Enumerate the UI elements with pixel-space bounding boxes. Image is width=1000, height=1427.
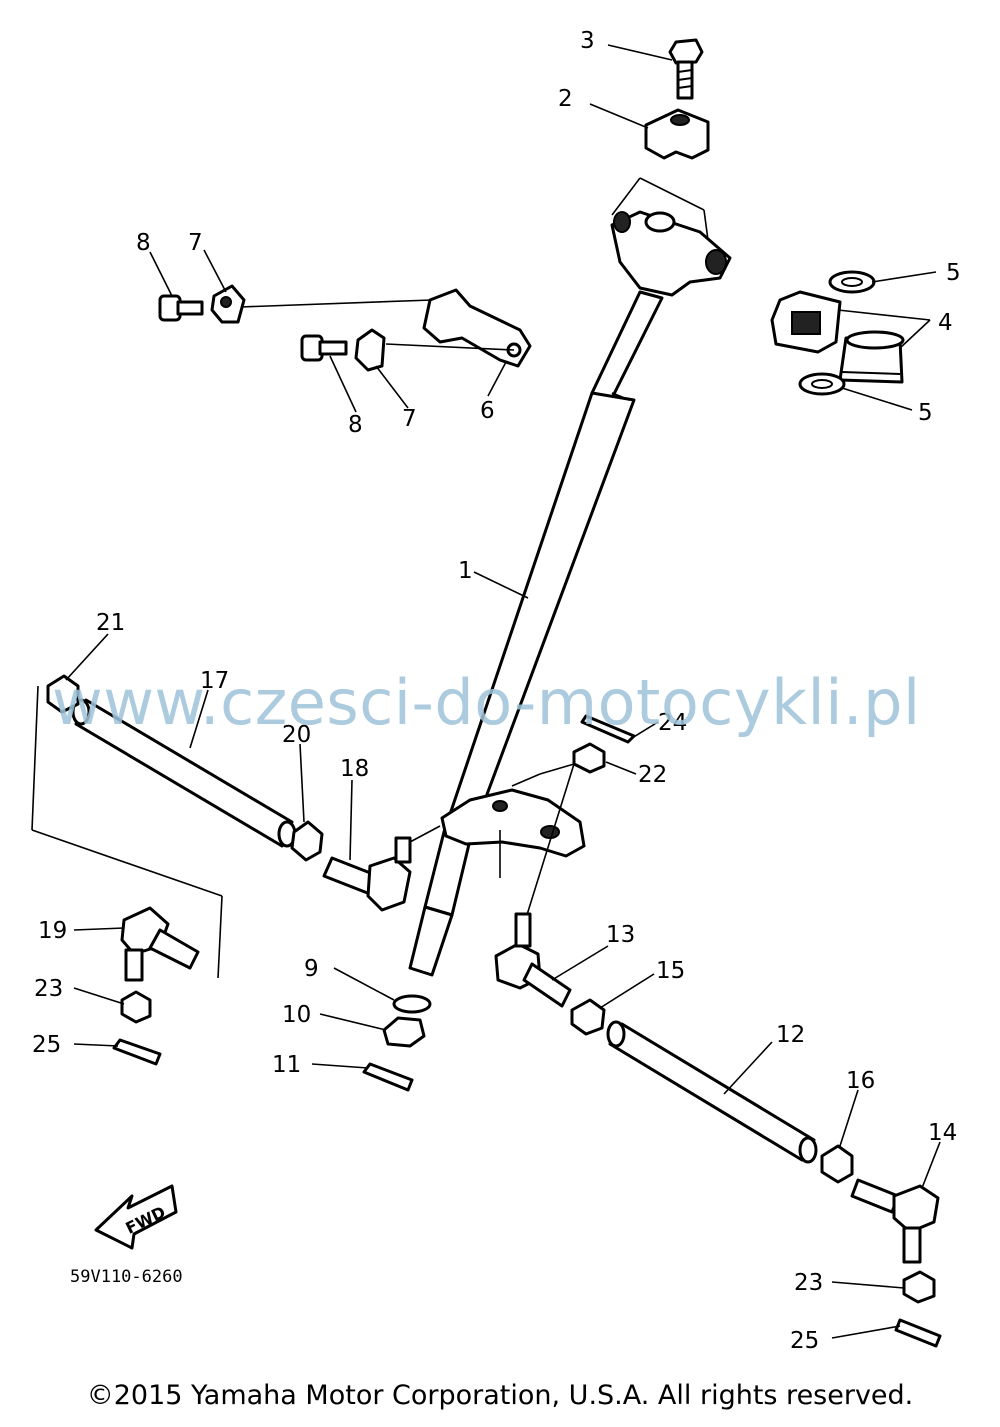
cotter-pin-24: [580, 714, 636, 744]
callout-10: 10: [282, 1002, 311, 1028]
callout-numbers: 1 2 3 4 5 5 6 7 7 8 8 9 10 11 12 13 14 1…: [32, 28, 961, 1354]
callout-22: 22: [638, 762, 667, 788]
handlebar-holder: [644, 108, 710, 160]
callout-23-right: 23: [794, 1270, 823, 1296]
leader-lines: [65, 44, 941, 1339]
copyright-notice: ©2015 Yamaha Motor Corporation, U.S.A. A…: [86, 1380, 914, 1411]
callout-25-right: 25: [790, 1328, 819, 1354]
callout-14: 14: [928, 1120, 957, 1146]
callout-5-upper: 5: [946, 260, 961, 286]
cotter-pin-11: [362, 1062, 414, 1092]
upper-column-holder: [610, 177, 732, 297]
washer-upper: [828, 270, 876, 294]
callout-21: 21: [96, 610, 125, 636]
callout-1: 1: [458, 558, 473, 584]
nut-23-left: [120, 990, 152, 1024]
nut-21: [46, 674, 80, 714]
cable-guide-bracket: [239, 288, 532, 368]
tie-rod-end-18: [322, 836, 412, 912]
callout-2: 2: [558, 86, 573, 112]
callout-7-lower: 7: [402, 406, 417, 432]
nut-10: [382, 1016, 426, 1048]
bushing: [838, 330, 905, 384]
tie-rod-left: [31, 685, 297, 979]
callout-19: 19: [38, 918, 67, 944]
lock-plate-lower: [354, 328, 515, 372]
tie-rod-right: [606, 1020, 818, 1164]
nut-20: [290, 820, 324, 862]
diagram-code: 59V110-6260: [70, 1267, 183, 1287]
holder-bolt: [668, 38, 704, 100]
tie-rod-end-19: [120, 906, 200, 982]
cotter-pin-25-left: [112, 1038, 162, 1066]
cotter-pin-25-right: [894, 1318, 942, 1348]
callout-17: 17: [200, 668, 229, 694]
tie-rod-end-13: [494, 912, 572, 1008]
fwd-arrow-icon: FWD: [94, 1184, 178, 1250]
callout-23-left: 23: [34, 976, 63, 1002]
nut-22: [572, 742, 606, 774]
callout-9: 9: [304, 956, 319, 982]
callout-15: 15: [656, 958, 685, 984]
callout-8-lower: 8: [348, 412, 363, 438]
callout-3: 3: [580, 28, 595, 54]
nut-15: [570, 998, 606, 1036]
pitman-arm: [409, 763, 586, 919]
callout-8-upper: 8: [136, 230, 151, 256]
nut-16: [820, 1144, 854, 1184]
bushing-bracket: [770, 290, 842, 354]
callout-12: 12: [776, 1022, 805, 1048]
callout-7-upper: 7: [188, 230, 203, 256]
callout-13: 13: [606, 922, 635, 948]
bolt-lower: [300, 334, 348, 362]
lock-plate-upper: [210, 284, 246, 324]
callout-11: 11: [272, 1052, 301, 1078]
callout-4: 4: [938, 310, 953, 336]
callout-16: 16: [846, 1068, 875, 1094]
callout-24: 24: [658, 710, 687, 736]
callout-25-left: 25: [32, 1032, 61, 1058]
washer-lower: [798, 372, 846, 396]
steering-shaft: [408, 290, 664, 977]
callout-20: 20: [282, 722, 311, 748]
callout-18: 18: [340, 756, 369, 782]
tie-rod-end-14: [850, 1178, 940, 1264]
callout-6: 6: [480, 398, 495, 424]
callout-5-lower: 5: [918, 400, 933, 426]
bolt-upper: [158, 294, 204, 322]
washer-9: [392, 994, 432, 1014]
nut-23-right: [902, 1270, 936, 1304]
